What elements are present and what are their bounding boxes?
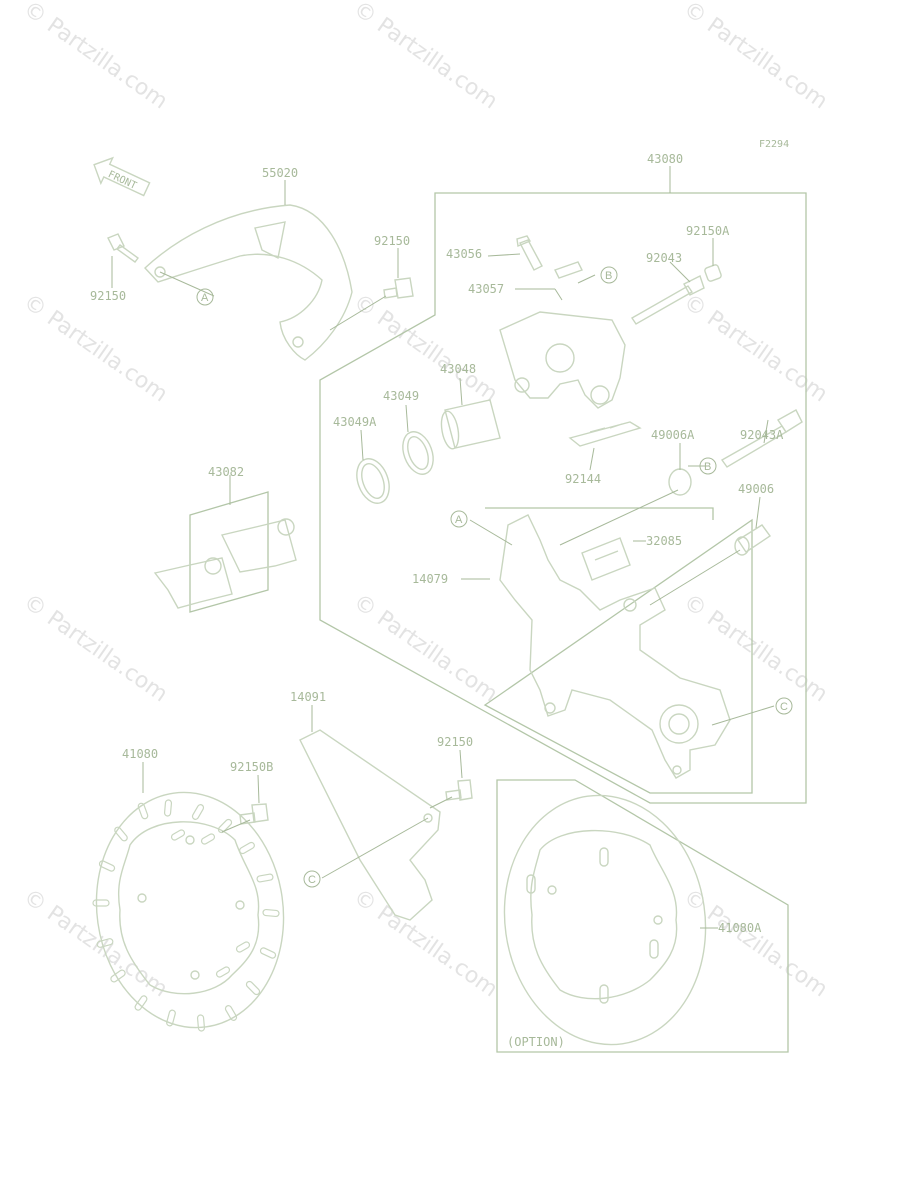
caliper-pin-a-part bbox=[720, 409, 803, 468]
option-brake-disc-part bbox=[503, 794, 707, 1046]
pad-set-frame bbox=[189, 491, 269, 613]
label-14091: 14091 bbox=[290, 690, 326, 704]
label-55020: 55020 bbox=[262, 166, 298, 180]
brake-pads-part bbox=[153, 518, 297, 609]
label-43049: 43049 bbox=[383, 389, 419, 403]
bolt-92150-mid bbox=[383, 277, 414, 299]
label-49006A: 49006A bbox=[651, 428, 695, 442]
pad-clip-part bbox=[581, 537, 631, 581]
watermark: © Partzilla.com bbox=[349, 0, 502, 114]
caliper-bracket-part bbox=[499, 514, 731, 779]
piston-seal-inner-part bbox=[407, 436, 429, 470]
watermark: © Partzilla.com bbox=[19, 289, 172, 407]
watermark: © Partzilla.com bbox=[679, 289, 832, 407]
ref-marker-a: A bbox=[201, 292, 209, 304]
piston-part bbox=[440, 399, 501, 450]
ref-marker-a: A bbox=[455, 514, 463, 526]
label-49006: 49006 bbox=[738, 482, 774, 496]
ref-marker-b: B bbox=[704, 461, 711, 473]
ref-marker-b: B bbox=[605, 270, 612, 282]
label-43048: 43048 bbox=[440, 362, 476, 376]
ref-marker-c: C bbox=[780, 701, 788, 713]
label-41080: 41080 bbox=[122, 747, 158, 761]
label-43082: 43082 bbox=[208, 465, 244, 479]
boot-49006-part bbox=[734, 524, 771, 556]
plug-part bbox=[704, 264, 722, 282]
part-labels: 55020 43080 92150 92150 92150A 43056 430… bbox=[90, 152, 784, 1049]
reference-markers: A A B B C C bbox=[196, 266, 793, 888]
bolt-92150B bbox=[239, 803, 269, 825]
label-43080: 43080 bbox=[647, 152, 683, 166]
boot-49006A-part bbox=[668, 468, 692, 496]
label-92150-bottom: 92150 bbox=[437, 735, 473, 749]
bleeder-valve-part bbox=[516, 235, 543, 271]
bolt-92150-bottom bbox=[445, 779, 473, 801]
disc-guard-part bbox=[299, 729, 441, 921]
label-43049A: 43049A bbox=[333, 415, 377, 429]
bleeder-cap-part bbox=[554, 261, 583, 279]
label-92043A: 92043A bbox=[740, 428, 784, 442]
label-14079: 14079 bbox=[412, 572, 448, 586]
option-frame bbox=[496, 779, 789, 1053]
dust-seal-inner-part bbox=[361, 463, 385, 499]
dust-seal-part bbox=[356, 458, 390, 504]
label-32085: 32085 bbox=[646, 534, 682, 548]
ref-marker-c: C bbox=[308, 874, 316, 886]
caliper-body-part bbox=[499, 311, 626, 409]
caliper-pin-part bbox=[631, 275, 705, 325]
bracket-subframe bbox=[483, 507, 753, 794]
label-92150B: 92150B bbox=[230, 760, 273, 774]
watermark: © Partzilla.com bbox=[349, 884, 502, 1002]
leader-lines bbox=[111, 166, 775, 929]
option-note: (OPTION) bbox=[507, 1035, 565, 1049]
piston-seal-part bbox=[402, 431, 434, 475]
disc-cooling-slots bbox=[92, 799, 280, 1032]
label-43057: 43057 bbox=[468, 282, 504, 296]
watermark: © Partzilla.com bbox=[19, 0, 172, 114]
watermark: © Partzilla.com bbox=[679, 0, 832, 114]
caliper-guard-part bbox=[144, 204, 353, 361]
front-arrow-icon: FRONT bbox=[93, 156, 151, 197]
watermark: © Partzilla.com bbox=[349, 289, 502, 407]
label-41080A: 41080A bbox=[718, 921, 762, 935]
bolt-92150-left bbox=[107, 233, 139, 263]
pad-spring-part bbox=[568, 421, 642, 447]
label-43056: 43056 bbox=[446, 247, 482, 261]
caliper-assembly-frame bbox=[319, 192, 807, 804]
label-92150-top-left: 92150 bbox=[90, 289, 126, 303]
brake-disc-part bbox=[92, 791, 285, 1032]
watermark: © Partzilla.com bbox=[679, 884, 832, 1002]
figure-code: F2294 bbox=[759, 139, 789, 150]
watermarks: © Partzilla.com © Partzilla.com © Partzi… bbox=[19, 0, 832, 1002]
watermark: © Partzilla.com bbox=[679, 589, 832, 707]
label-92150-mid: 92150 bbox=[374, 234, 410, 248]
front-arrow-label: FRONT bbox=[106, 169, 138, 192]
label-92144: 92144 bbox=[565, 472, 601, 486]
watermark: © Partzilla.com bbox=[19, 589, 172, 707]
label-92150A: 92150A bbox=[686, 224, 730, 238]
label-92043: 92043 bbox=[646, 251, 682, 265]
